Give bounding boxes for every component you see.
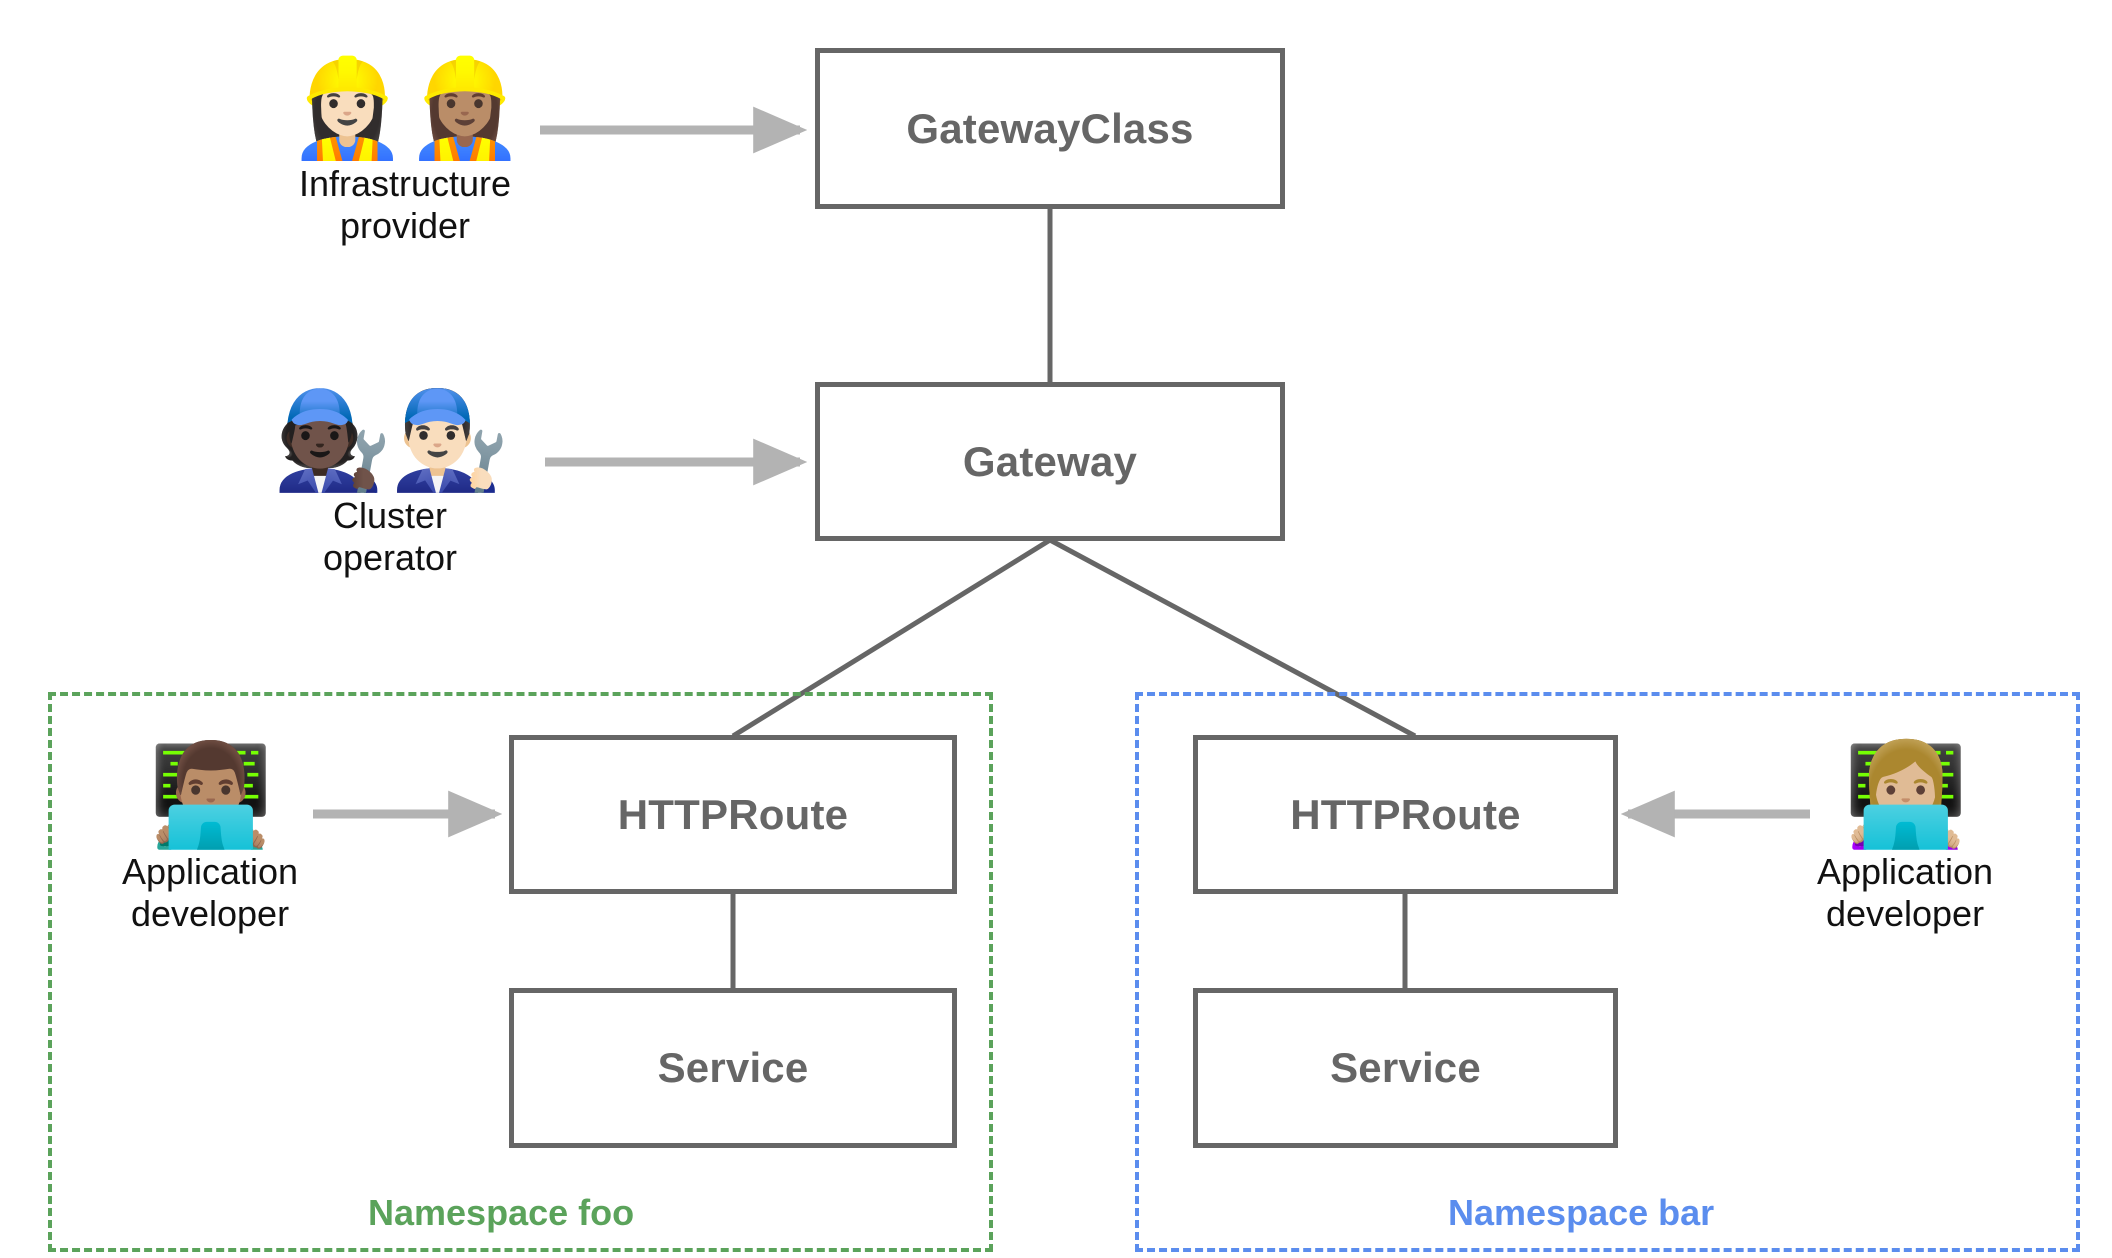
resource-label-httproute-bar: HTTPRoute — [1290, 790, 1521, 838]
persona-application-developer-foo: 👨🏽‍💻 Application developer — [95, 742, 325, 936]
namespace-box-bar — [1135, 692, 2080, 1252]
persona-infrastructure-provider: 👷🏻‍♀️👷🏽‍♀️ Infrastructure provider — [270, 58, 540, 248]
resource-box-httproute-bar[interactable]: HTTPRoute — [1193, 735, 1618, 894]
persona-label-application-developer-foo: Application developer — [121, 851, 299, 935]
resource-box-service-bar[interactable]: Service — [1193, 988, 1618, 1148]
resource-box-gateway[interactable]: Gateway — [815, 382, 1285, 541]
resource-label-service-foo: Service — [657, 1044, 809, 1091]
namespace-box-foo — [48, 692, 993, 1252]
persona-label-application-developer-bar: Application developer — [1816, 851, 1994, 935]
resource-box-gatewayclass[interactable]: GatewayClass — [815, 48, 1285, 209]
persona-application-developer-bar: 👩🏼‍💻 Application developer — [1790, 742, 2020, 936]
persona-label-cluster-operator: Cluster operator — [322, 494, 458, 579]
mechanic-icon: 🧑🏿‍🔧👨🏻‍🔧 — [272, 384, 509, 496]
namespace-label-bar: Namespace bar — [1448, 1192, 1715, 1233]
resource-label-httproute-foo: HTTPRoute — [617, 790, 849, 838]
resource-box-httproute-foo[interactable]: HTTPRoute — [509, 735, 957, 894]
construction-worker-icon: 👷🏻‍♀️👷🏽‍♀️ — [287, 52, 524, 164]
woman-technologist-icon: 👩🏼‍💻 — [1843, 736, 1969, 853]
resource-label-service-bar: Service — [1330, 1044, 1481, 1091]
namespace-label-foo: Namespace foo — [368, 1192, 635, 1233]
man-technologist-icon: 👨🏽‍💻 — [148, 736, 274, 853]
persona-label-infrastructure-provider: Infrastructure provider — [298, 162, 512, 247]
resource-label-gateway: Gateway — [962, 437, 1138, 485]
resource-label-gatewayclass: GatewayClass — [906, 104, 1194, 152]
persona-cluster-operator: 🧑🏿‍🔧👨🏻‍🔧 Cluster operator — [255, 390, 525, 580]
resource-box-service-foo[interactable]: Service — [509, 988, 957, 1148]
